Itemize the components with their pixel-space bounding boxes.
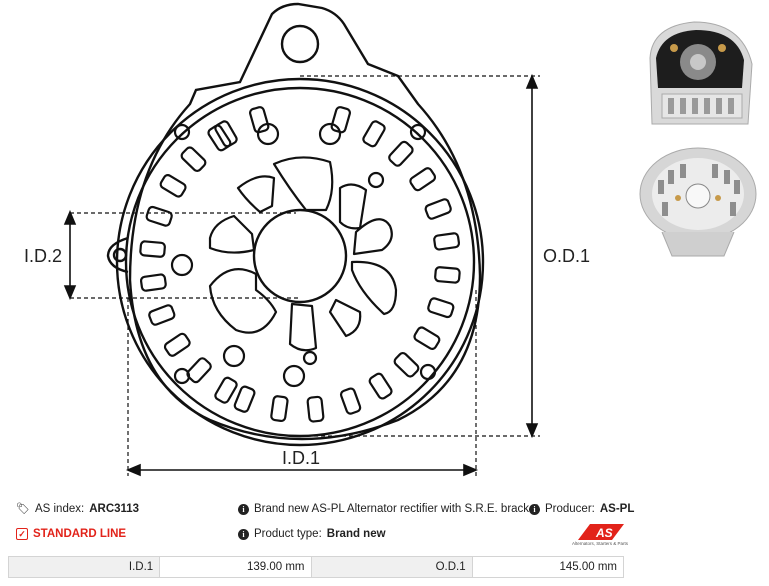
producer-label: Producer: <box>545 503 595 515</box>
bolt-hole <box>222 344 246 368</box>
vent-slot <box>214 376 238 404</box>
dim-label-id1: I.D.1 <box>282 448 320 468</box>
description-text: Brand new AS-PL Alternator rectifier wit… <box>254 503 539 515</box>
blade <box>352 218 393 256</box>
ear-hole <box>280 24 320 64</box>
spec-value: 145.00 mm <box>471 556 625 578</box>
vent-slot <box>427 297 455 319</box>
blade <box>208 214 256 254</box>
vent-slot <box>339 387 362 415</box>
vent-slot <box>434 266 461 284</box>
vent-slot <box>306 395 325 423</box>
blade <box>350 260 398 316</box>
svg-text:AS: AS <box>595 526 613 540</box>
bolt-hole <box>367 171 385 189</box>
blade <box>338 183 368 230</box>
vent-slot <box>163 332 191 357</box>
table-row: I.D.1 139.00 mm O.D.1 145.00 mm <box>7 556 625 578</box>
vent-slot <box>388 140 414 167</box>
vent-slot <box>362 120 386 148</box>
vent-slot <box>393 351 420 378</box>
as-index: 🏷︎ AS index: ARC3113 <box>16 503 139 515</box>
vent-slot <box>424 198 452 220</box>
bolt-hole <box>170 253 194 277</box>
producer: i Producer: AS-PL <box>529 503 634 515</box>
tag-icon: 🏷︎ <box>16 502 30 515</box>
vent-slot <box>368 372 393 400</box>
dim-label-id2: I.D.2 <box>24 246 62 266</box>
product-type: i Product type: Brand new <box>238 528 386 540</box>
vent-slot <box>214 120 238 148</box>
as-index-value: ARC3113 <box>89 503 140 515</box>
vent-slot <box>330 106 351 134</box>
producer-value: AS-PL <box>599 503 635 515</box>
spec-label: I.D.1 <box>7 556 161 578</box>
product-photo-back[interactable] <box>632 140 762 260</box>
info-icon: i <box>238 503 249 515</box>
product-photo-front[interactable] <box>632 8 762 136</box>
outer-ring <box>115 77 485 447</box>
bolt-hole <box>173 123 191 141</box>
spec-value: 139.00 mm <box>159 556 312 578</box>
product-type-value: Brand new <box>326 528 386 540</box>
vent-slot <box>159 174 187 198</box>
vent-slot <box>233 385 256 413</box>
info-icon: i <box>238 528 249 540</box>
check-square-icon: ✓ <box>16 528 28 540</box>
blade <box>208 268 278 334</box>
vent-slot <box>207 124 232 152</box>
vent-slot <box>270 395 289 423</box>
as-index-label: AS index: <box>34 503 85 515</box>
left-tab <box>106 236 129 274</box>
blade <box>236 175 276 214</box>
vent-slot <box>249 106 270 134</box>
vent-slot <box>413 326 441 350</box>
blade <box>288 302 318 352</box>
standard-line-text: STANDARD LINE <box>33 528 127 540</box>
dim-label-od1: O.D.1 <box>543 246 590 266</box>
info-icon: i <box>529 503 540 515</box>
bolt-hole <box>419 363 437 381</box>
vent-slot <box>145 205 173 227</box>
vent-slot <box>139 240 166 258</box>
bolt-hole <box>318 122 342 146</box>
logo-subtext: Alternators, Starters & Parts <box>571 541 628 546</box>
standard-line-badge: ✓ STANDARD LINE <box>16 528 126 540</box>
vent-slot <box>409 167 437 192</box>
vent-slot <box>433 232 461 251</box>
vent-slot <box>180 146 207 173</box>
specs-table: I.D.1 139.00 mm O.D.1 145.00 mm <box>7 556 625 578</box>
bracket-outline <box>128 2 482 441</box>
blade <box>328 298 362 338</box>
bolt-hole <box>282 364 306 388</box>
spec-label: O.D.1 <box>310 556 473 578</box>
vent-slot <box>139 273 167 292</box>
product-type-label: Product type: <box>254 528 322 540</box>
bolt-hole <box>409 123 427 141</box>
as-pl-logo: AS <box>578 524 624 540</box>
product-description: i Brand new AS-PL Alternator rectifier w… <box>238 503 539 515</box>
vent-slot <box>186 357 212 384</box>
vent-slot <box>148 304 176 326</box>
blade <box>272 156 334 212</box>
hub <box>252 208 348 304</box>
bolt-hole <box>302 350 318 366</box>
